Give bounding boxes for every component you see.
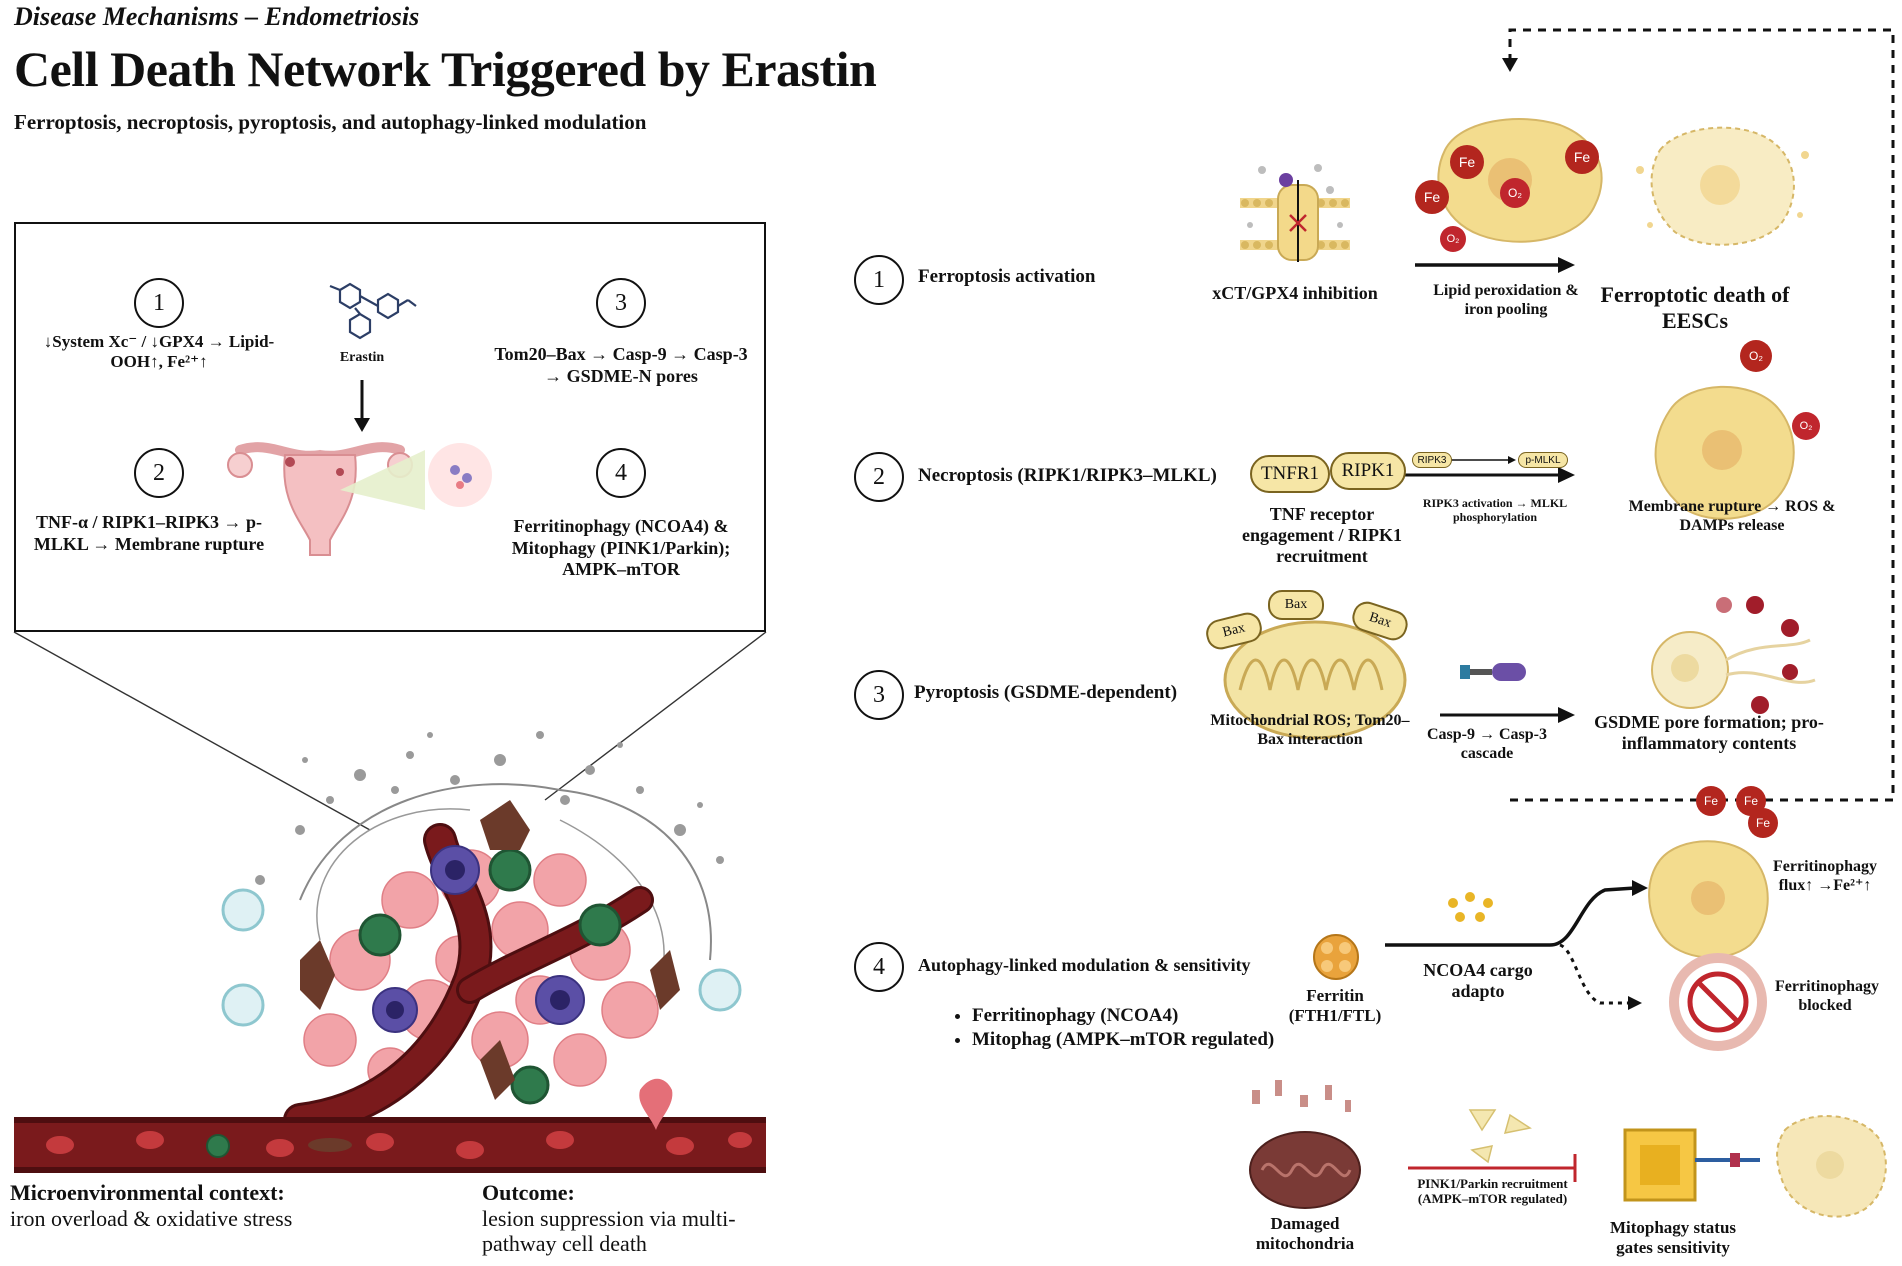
section-kicker: Disease Mechanisms – Endometriosis [14,2,420,31]
ncoa4-dots [1448,892,1493,922]
pathway-4-label: Autophagy-linked modulation & sensitivit… [918,955,1251,975]
caspase-icon [1460,663,1526,681]
ripk3-tag: RIPK3 [1412,452,1452,468]
mechanism-inset-box [14,222,766,632]
fe-badge: Fe [1450,145,1484,179]
zoom-line-right [544,631,767,801]
pathway-1-step3: Ferroptotic death of EESCs [1600,282,1790,333]
pathway-2-step1: TNF receptor engagement / RIPK1 recruitm… [1242,504,1402,567]
pathway-1-number: 1 [854,255,904,305]
flux-cell [1648,840,1769,959]
pathway-4-number: 4 [854,942,904,992]
pathway-1-step1: xCT/GPX4 inhibition [1212,283,1378,303]
outcome-title: Outcome: [482,1180,575,1205]
blocked-arrow [1559,943,1630,1005]
ferritin-icon [1313,934,1359,980]
pathway-3-step2: Casp-9 → Casp-3 cascade [1426,726,1547,762]
fe-badge: Fe [1565,140,1599,174]
lesion-scene [14,731,766,1173]
lesion-sample-icon [428,443,492,507]
flux-arrow [1385,886,1636,947]
damaged-mitochondria-icon [1249,1080,1361,1209]
ferroptotic-cell [1636,126,1809,246]
ncoa4-label: NCOA4 cargo adapto [1423,960,1533,1002]
zoom-line-left [13,631,371,831]
ferritin-label: Ferritin (FTH1/FTL) [1288,986,1382,1026]
bullet-item: Mitophag (AMPK–mTOR regulated) [972,1028,1274,1052]
pathway-3-step1: Mitochondrial ROS; Tom20–Bax interaction [1210,712,1410,748]
pmlkl-tag: p-MLKL [1518,452,1568,468]
bullet-item: Ferritinophagy (NCOA4) [972,1004,1274,1028]
pathway-2-step2: RIPK3 activation → MLKL phosphorylation [1422,496,1568,525]
zoom-cone [340,450,425,510]
ros-dots [1716,596,1799,714]
pyroptotic-cell [1651,631,1816,709]
blocked-autophagosome-icon [1669,953,1767,1051]
gated-cell [1776,1115,1887,1218]
fe-badge: Fe [1696,786,1726,816]
tnfr1-chip: TNFR1 [1250,455,1330,493]
erastin-molecule-icon [329,282,417,340]
inset-number-3: 3 [596,278,646,328]
mitochondrion-icon [1223,620,1407,740]
inset-text-3: Tom20–Bax → Casp-9 → Casp-3 → GSDME-N po… [494,344,748,386]
pathway-2-label: Necroptosis (RIPK1/RIPK3–MLKL) [918,465,1217,486]
pink-triangles [1468,1109,1532,1164]
blocked-label: Ferritinophagy blocked [1775,978,1879,1014]
o2-badge: O₂ [1500,178,1530,208]
pathway-2-number: 2 [854,452,904,502]
feedback-arrowhead [1502,58,1518,72]
necroptotic-cell [1654,385,1795,520]
inset-number-2: 2 [134,448,184,498]
o2-badge: O₂ [1740,340,1772,372]
gates-label: Mitophagy status gates sensitivity [1609,1218,1737,1258]
autophagy-bullets: Ferritinophagy (NCOA4) Mitophag (AMPK–mT… [950,1004,1274,1052]
damaged-mitochondria-label: Damaged mitochondria [1255,1214,1355,1254]
bax-chip: Bax [1268,590,1324,620]
inset-number-1: 1 [134,278,184,328]
flux-label: Ferritinophagy flux↑ →Fe²⁺↑ [1773,858,1877,894]
xct-transporter-icon [1240,164,1350,262]
erastin-label: Erastin [339,350,385,365]
pathway-3-step3: GSDME pore formation; pro-inflammatory c… [1594,712,1824,754]
inset-text-4: Ferritinophagy (NCOA4) & Mitophagy (PINK… [511,516,731,580]
fe-badge: Fe [1748,808,1778,838]
inset-text-2: TNF-α / RIPK1–RIPK3 → p-MLKL → Membrane … [33,512,265,554]
pathway-1-label: Ferroptosis activation [918,266,1096,287]
o2-badge: O₂ [1440,226,1466,252]
inset-number-4: 4 [596,448,646,498]
outcome-text: lesion suppression via multi-pathway cel… [482,1206,736,1257]
ripk1-chip: RIPK1 [1330,452,1406,490]
pathway-3-label: Pyroptosis (GSDME-dependent) [914,682,1178,703]
microenvironment-text: iron overload & oxidative stress [10,1206,293,1231]
sensitivity-gate-icon [1623,1128,1760,1202]
inset-text-1: ↓System Xc⁻ / ↓GPX4 → Lipid-OOH↑, Fe²⁺↑ [43,332,275,372]
fe-badge: Fe [1415,180,1449,214]
microenvironment-title: Microenvironmental context: [10,1180,285,1205]
page-title: Cell Death Network Triggered by Erastin [14,41,877,97]
page-subtitle: Ferroptosis, necroptosis, pyroptosis, an… [14,110,647,134]
pink-parkin-label: PINK1/Parkin recruitment (AMPK–mTOR regu… [1417,1176,1568,1207]
pathway-3-number: 3 [854,670,904,720]
o2-badge: O₂ [1792,412,1820,440]
pathway-1-step2: Lipid peroxidation & iron pooling [1433,282,1579,318]
pathway-2-step3: Membrane rupture → ROS & DAMPs release [1628,498,1836,534]
